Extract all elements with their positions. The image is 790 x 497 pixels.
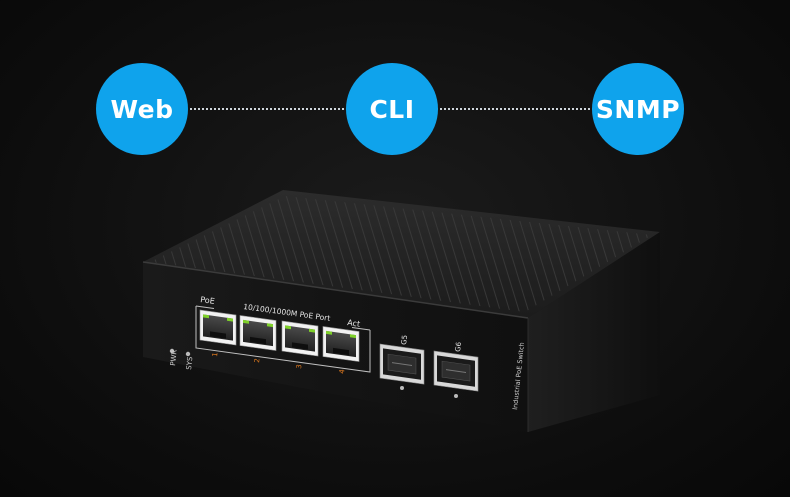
port-number-1: 1 — [211, 352, 219, 357]
snmp-label: SNMP — [595, 94, 681, 124]
port-1-act-led — [227, 317, 233, 322]
port-1-link-led — [203, 314, 209, 319]
sfp-g6-label: G6 — [454, 341, 463, 352]
pwr-led — [169, 348, 175, 354]
web-label: Web — [110, 94, 174, 124]
sfp-g5-label: G5 — [400, 335, 409, 346]
side-panel — [528, 232, 660, 432]
rj45-port-1[interactable] — [199, 309, 237, 346]
port-3-link-led — [285, 325, 291, 330]
sfp-port-g6[interactable] — [433, 350, 479, 392]
connector-cli-snmp — [436, 108, 594, 110]
sfp-port-g5[interactable] — [379, 343, 425, 385]
web-badge: Web — [96, 63, 188, 155]
port-number-4: 4 — [338, 368, 346, 374]
sys-label: SYS — [185, 356, 194, 370]
port-number-3: 3 — [295, 364, 303, 369]
port-3-act-led — [309, 328, 315, 333]
rj45-port-4[interactable] — [322, 326, 360, 362]
cli-label: CLI — [369, 94, 415, 124]
sys-led — [185, 351, 191, 357]
port-4-link-led — [326, 330, 332, 335]
sfp-g6-led — [454, 394, 458, 398]
rj45-port-2[interactable] — [239, 315, 277, 351]
port-number-2: 2 — [253, 358, 261, 363]
pwr-label: PWR — [169, 349, 179, 366]
connector-web-cli — [190, 108, 348, 110]
port-group-frame — [195, 306, 371, 373]
cli-badge: CLI — [346, 63, 438, 155]
heatsink-ribs — [150, 196, 652, 312]
act-label: Act — [347, 318, 361, 329]
snmp-badge: SNMP — [592, 63, 684, 155]
sfp-g5-led — [400, 386, 404, 390]
port-2-act-led — [267, 323, 273, 328]
port-2-link-led — [243, 319, 249, 324]
port-4-act-led — [350, 334, 356, 339]
poe-label: PoE — [200, 295, 216, 306]
rj45-port-3[interactable] — [281, 320, 319, 357]
